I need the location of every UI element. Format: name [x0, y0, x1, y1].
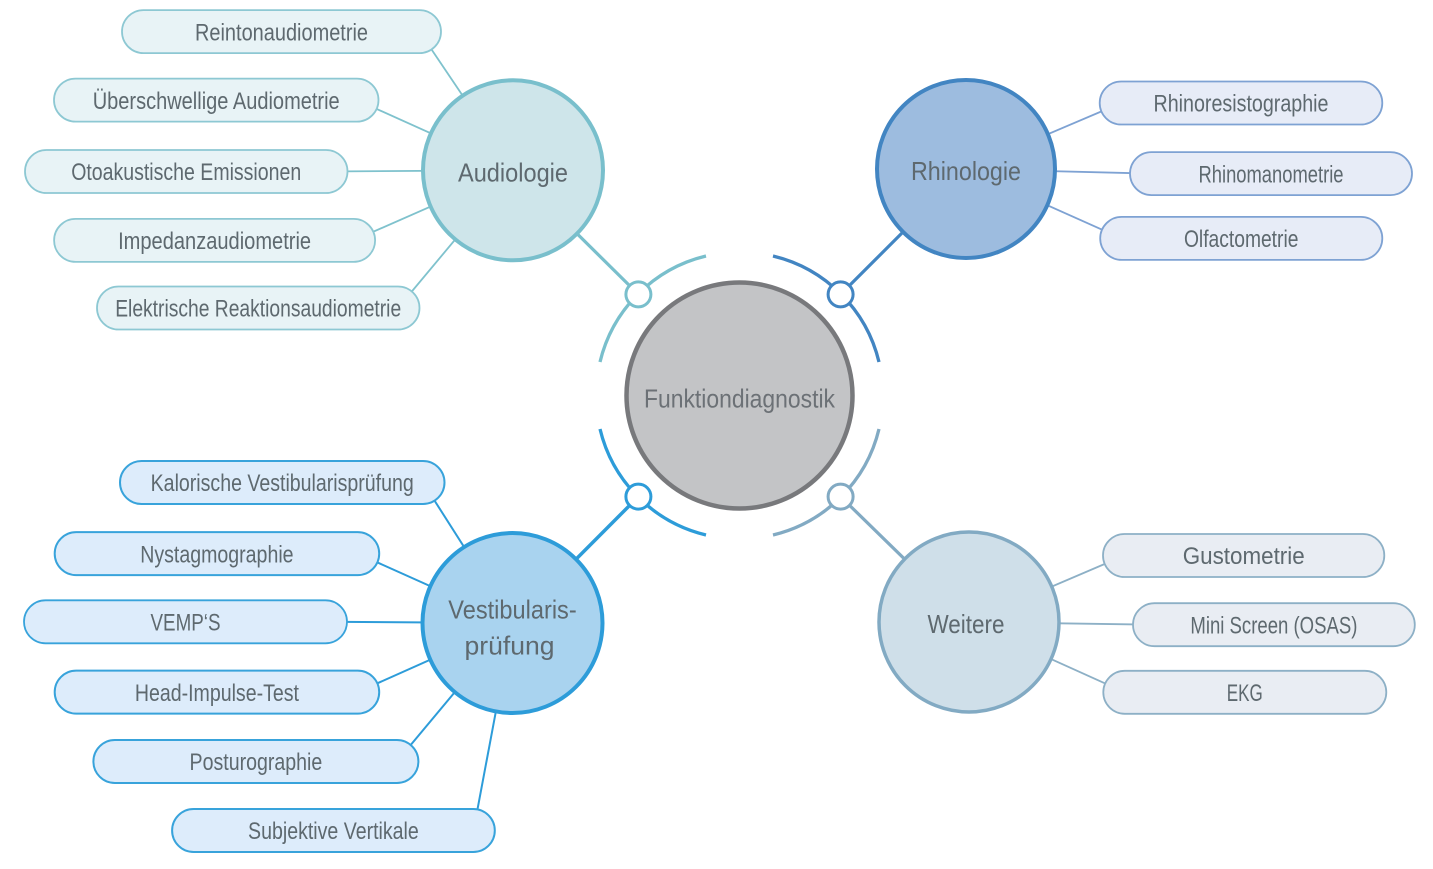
- svg-text:Olfactometrie: Olfactometrie: [1184, 226, 1299, 253]
- svg-text:Nystagmographie: Nystagmographie: [140, 541, 293, 568]
- svg-text:Elektrische Reaktionsaudiometr: Elektrische Reaktionsaudiometrie: [115, 296, 401, 323]
- svg-text:Impedanzaudiometrie: Impedanzaudiometrie: [118, 228, 311, 255]
- svg-text:Posturographie: Posturographie: [190, 749, 323, 776]
- svg-text:Rhinologie: Rhinologie: [911, 156, 1021, 186]
- svg-text:Weitere: Weitere: [928, 609, 1005, 639]
- svg-text:Otoakustische Emissionen: Otoakustische Emissionen: [71, 159, 301, 186]
- svg-text:Rhinoresistographie: Rhinoresistographie: [1154, 91, 1329, 118]
- svg-text:Rhinomanometrie: Rhinomanometrie: [1199, 161, 1344, 188]
- svg-text:Gustometrie: Gustometrie: [1183, 543, 1305, 570]
- svg-text:Head-Impulse-Test: Head-Impulse-Test: [135, 680, 299, 707]
- svg-text:Reintonaudiometrie: Reintonaudiometrie: [195, 19, 368, 46]
- svg-text:Mini Screen (OSAS): Mini Screen (OSAS): [1190, 612, 1357, 639]
- svg-text:Überschwellige Audiometrie: Überschwellige Audiometrie: [93, 88, 340, 115]
- svg-text:Audiologie: Audiologie: [458, 157, 568, 187]
- svg-text:Vestibularis-: Vestibularis-: [448, 595, 576, 625]
- svg-text:Kalorische Vestibularisprüfung: Kalorische Vestibularisprüfung: [151, 470, 414, 497]
- svg-text:EKG: EKG: [1227, 680, 1263, 707]
- svg-text:prüfung: prüfung: [465, 630, 555, 660]
- svg-text:Funktiondiagnostik: Funktiondiagnostik: [644, 384, 836, 414]
- svg-text:Subjektive Vertikale: Subjektive Vertikale: [248, 818, 419, 845]
- svg-text:VEMP‘S: VEMP‘S: [151, 610, 221, 637]
